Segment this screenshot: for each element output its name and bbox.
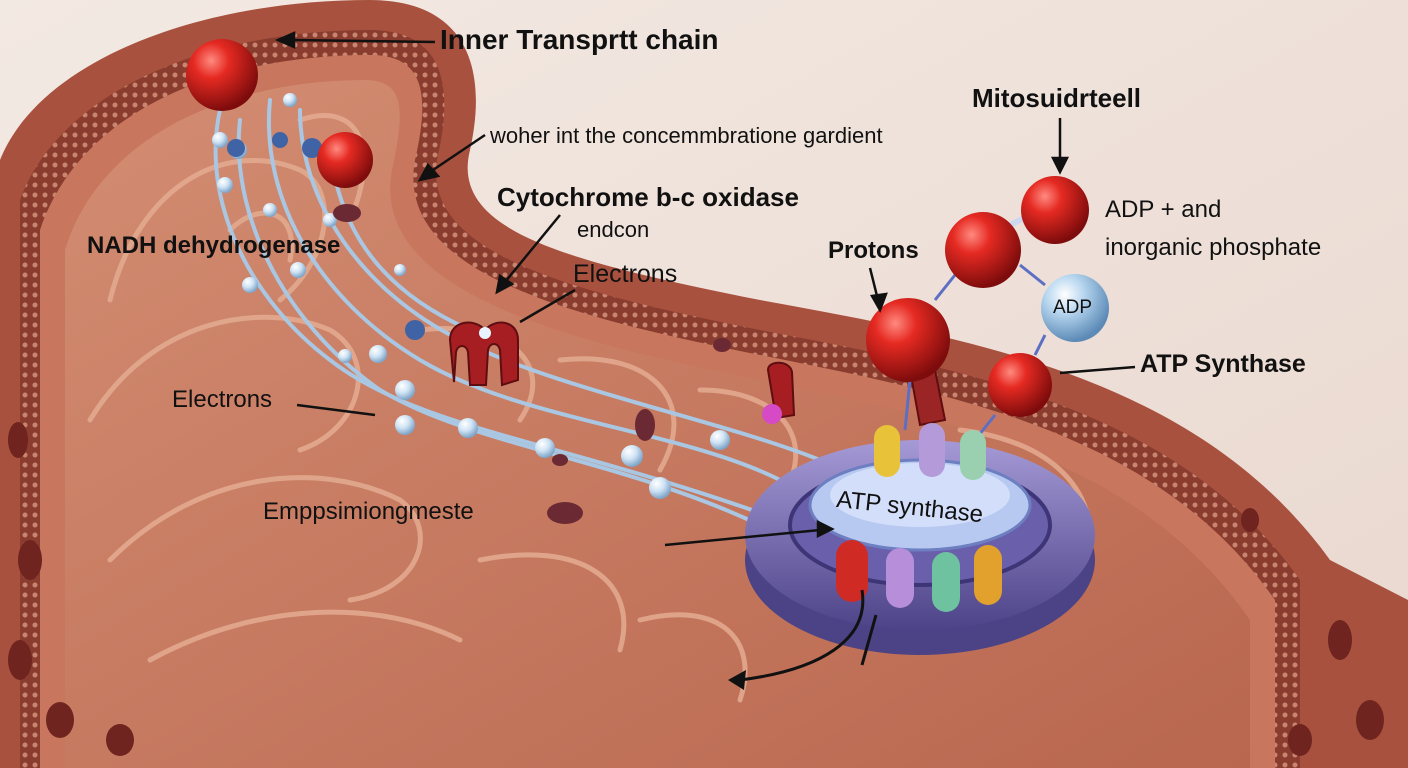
atp-synthase-right-label: ATP Synthase <box>1140 350 1306 378</box>
adp-ball <box>1041 274 1109 342</box>
membrane-spots <box>8 422 1384 756</box>
endcon-label: endcon <box>577 217 650 242</box>
mito-label: Mitosuidrteell <box>972 83 1142 113</box>
nadh-complex <box>448 321 519 387</box>
leader-lines <box>274 31 1136 547</box>
emppsin-label: Emppsimiongmeste <box>263 498 474 525</box>
inner-chain-label: Inner Transprtt chain <box>440 24 719 55</box>
nadh-label: NADH dehydrogenase <box>87 232 341 259</box>
electrons-lower-label: Electrons <box>172 386 273 413</box>
cytochrome-label: Cytochrome b-c oxidase <box>497 182 799 212</box>
electrons-upper-label: Electrons <box>573 260 678 288</box>
adp-ball-label: ADP <box>1053 297 1093 318</box>
gradient-note-label: woher int the concemmbratione gardient <box>490 123 883 148</box>
output-arrowhead <box>728 670 746 690</box>
adp-line1-label: ADP + and <box>1105 196 1222 223</box>
electron-carriers-blue <box>227 132 425 340</box>
vesicles <box>333 204 731 524</box>
proton-balls <box>186 39 1089 417</box>
output-arrows <box>739 589 878 682</box>
protons-label: Protons <box>828 237 919 264</box>
atp-synthase-complex <box>745 423 1095 655</box>
adp-line2-label: inorganic phosphate <box>1105 234 1322 261</box>
cytochrome-complex <box>762 361 796 424</box>
electron-particles <box>212 93 730 499</box>
